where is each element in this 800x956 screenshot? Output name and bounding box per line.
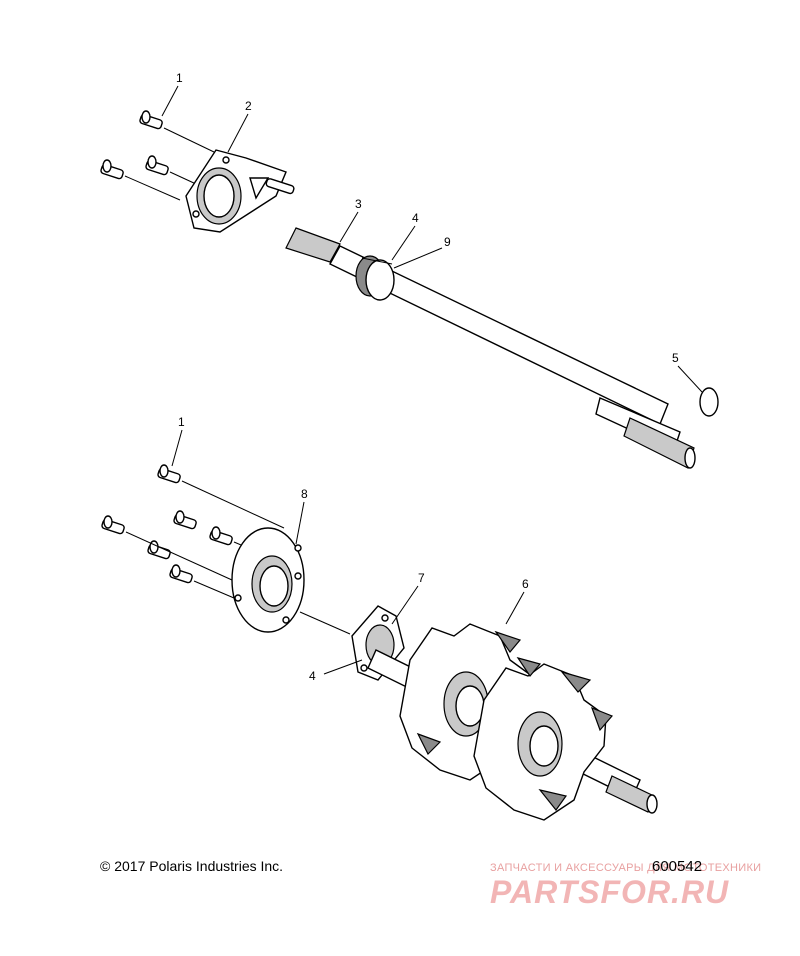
callout-1-top: 1	[176, 71, 183, 85]
bolt-lower-5	[209, 526, 233, 546]
drawing-number: 600542	[652, 858, 703, 875]
bolt-top-1	[139, 110, 163, 130]
callout-1-lower: 1	[178, 415, 185, 429]
callout-8: 8	[301, 487, 308, 501]
bolt-lower-6	[169, 564, 193, 584]
bolt-lower-1	[157, 464, 181, 484]
bolt-top-2	[100, 159, 124, 180]
bolt-top-3	[145, 155, 169, 176]
sprocket-shaft-assembly	[367, 623, 658, 821]
bolt-lower-3	[173, 510, 197, 530]
callout-5: 5	[672, 351, 679, 365]
bearing-flange-plate	[185, 149, 295, 233]
callout-7: 7	[418, 571, 425, 585]
bearing-flange-round	[231, 527, 305, 633]
drive-shaft	[285, 227, 696, 469]
o-ring	[699, 387, 719, 417]
copyright-text: © 2017 Polaris Industries Inc.	[100, 858, 284, 874]
callout-4-lower: 4	[309, 669, 316, 683]
watermark-tagline: ЗАПЧАСТИ И АКСЕССУАРЫ ДЛЯ МОТОТЕХНИКИ	[490, 862, 762, 874]
callout-3: 3	[355, 197, 362, 211]
watermark-brand: PARTSFOR.RU	[490, 874, 730, 910]
bolt-lower-2	[101, 515, 125, 535]
callout-9: 9	[444, 235, 451, 249]
callout-4-top: 4	[412, 211, 419, 225]
callout-2: 2	[245, 99, 252, 113]
callout-6: 6	[522, 577, 529, 591]
